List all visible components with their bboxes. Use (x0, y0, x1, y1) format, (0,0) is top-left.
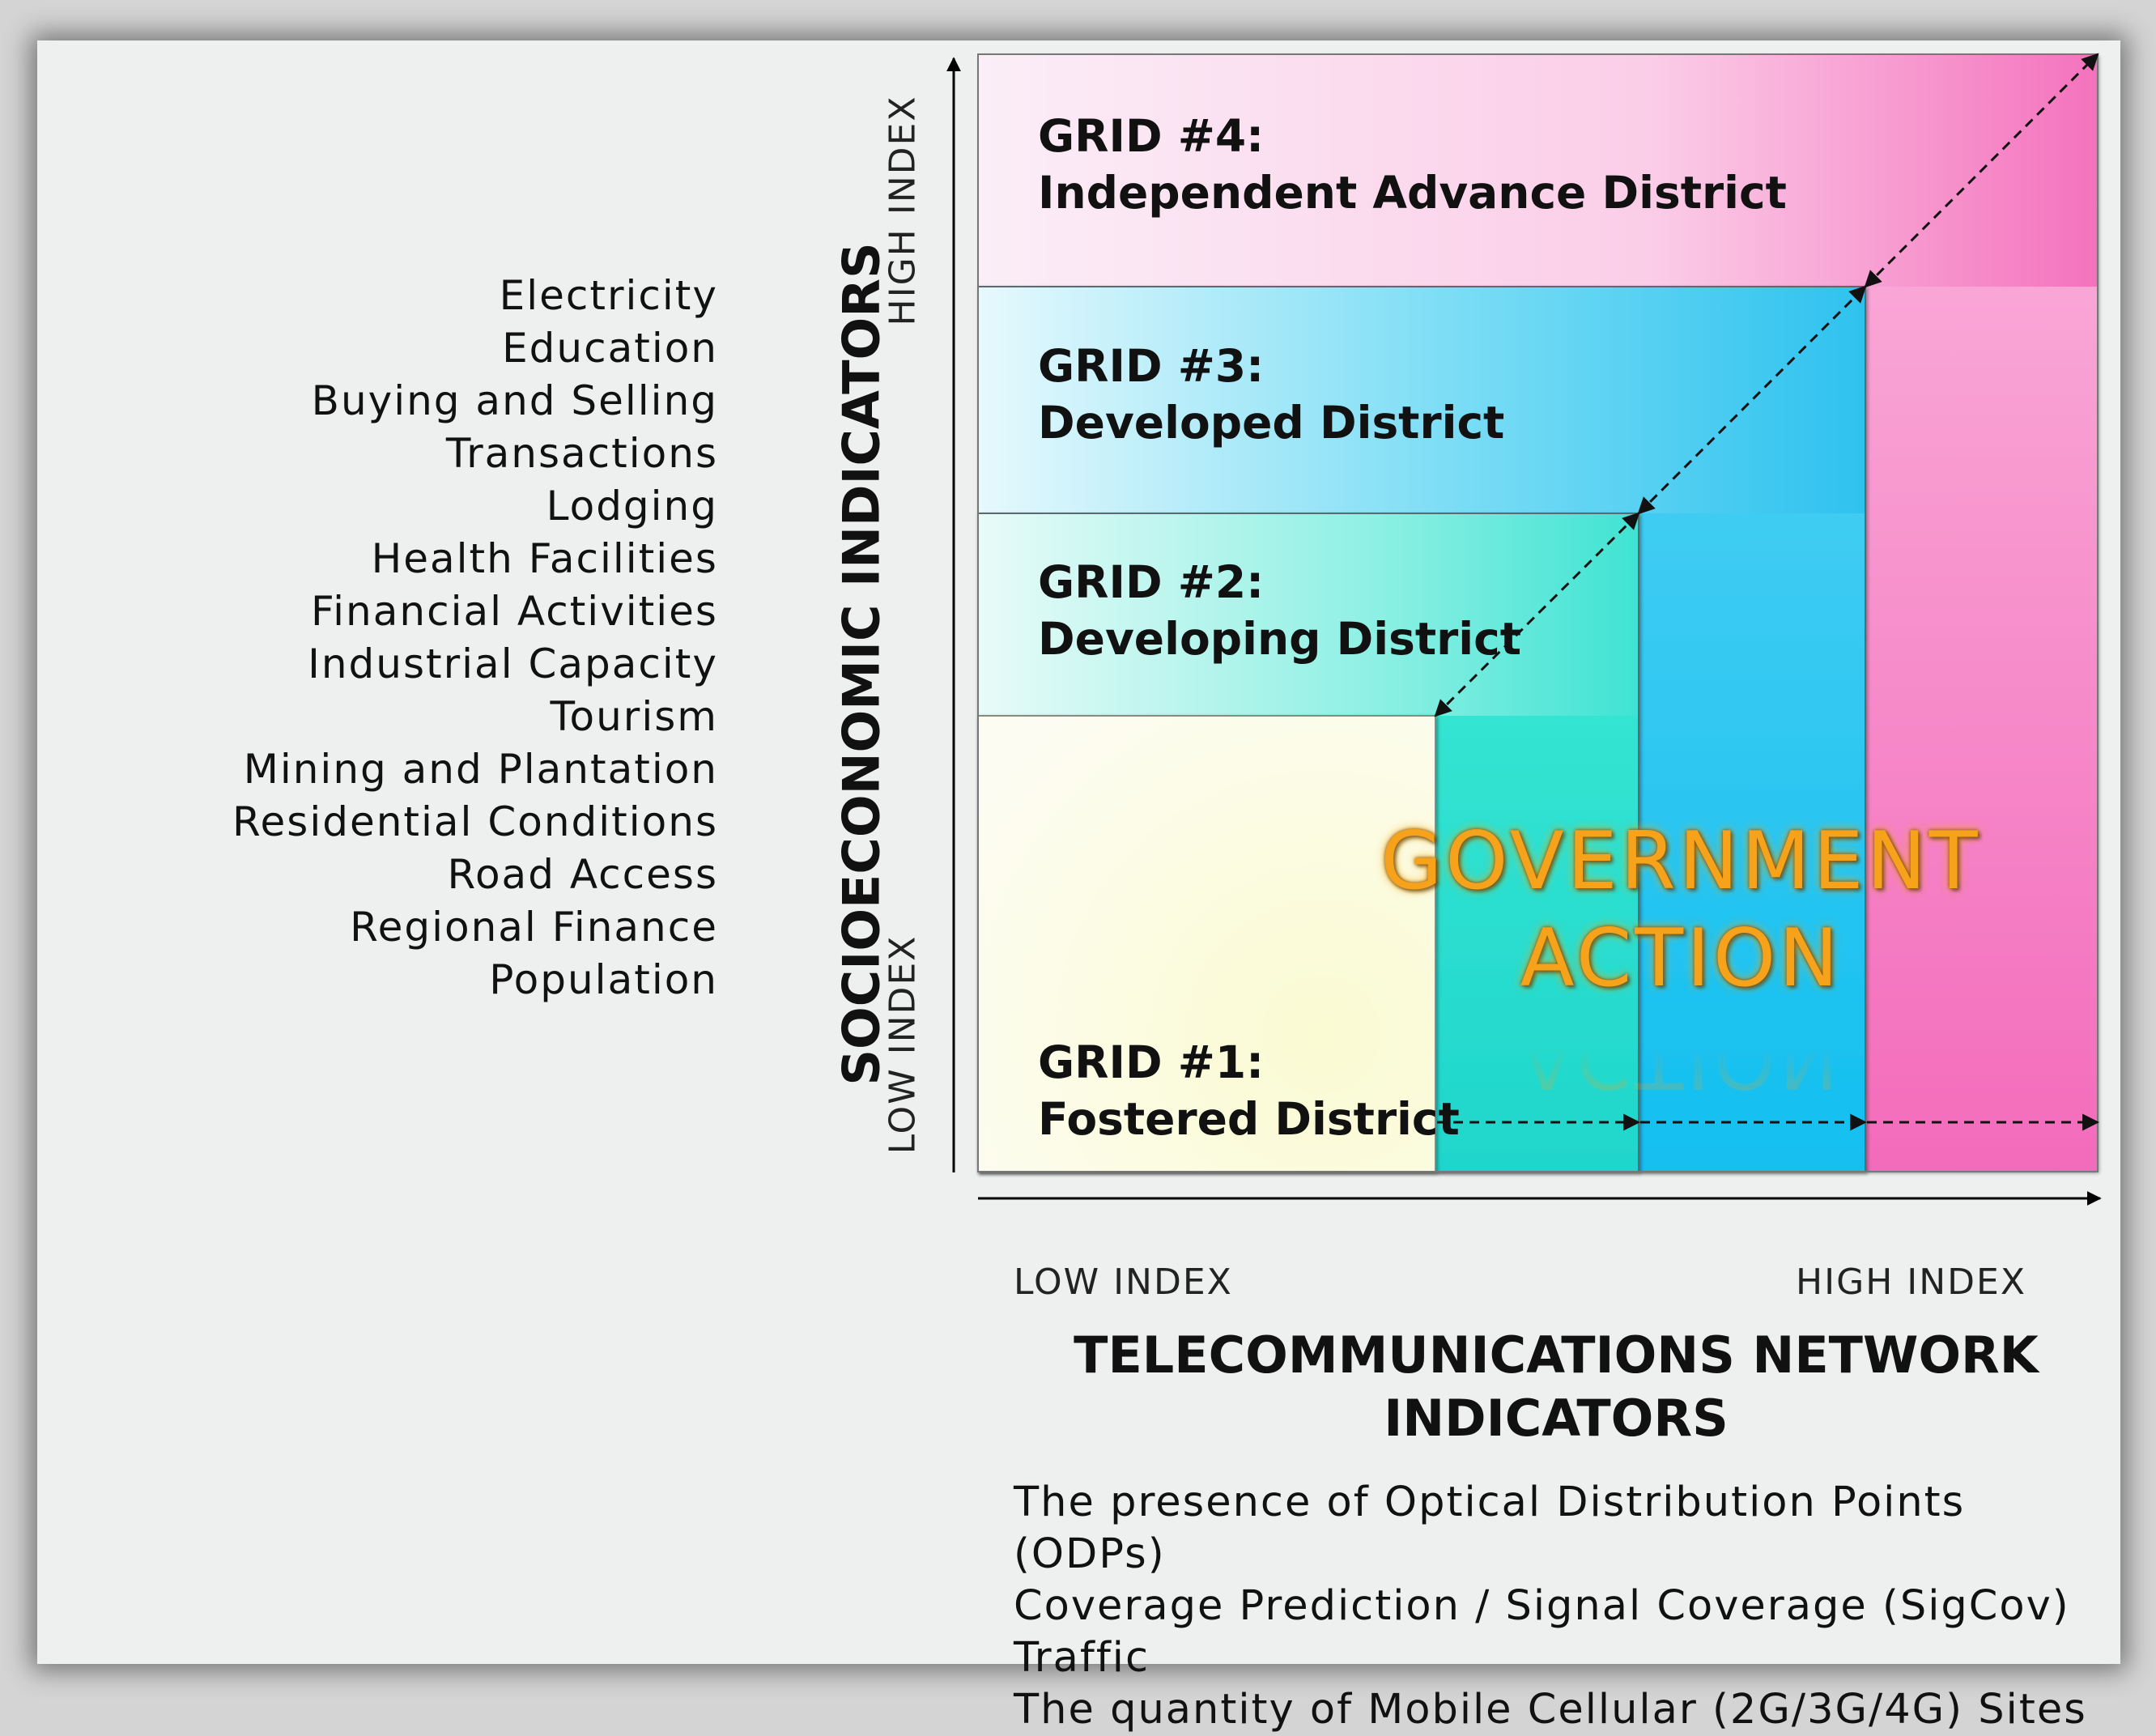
socio-indicator: Education (502, 325, 718, 372)
grid-2-label: GRID #2: Developing District (1038, 556, 1522, 665)
socio-indicator: Road Access (447, 851, 718, 898)
x-axis-title: TELECOMMUNICATIONS NETWORK INDICATORS (1074, 1325, 2039, 1448)
socio-indicator: Lodging (546, 483, 718, 530)
socio-indicator: Health Facilities (371, 535, 718, 582)
telecom-indicator: Traffic (1014, 1634, 1150, 1682)
socio-indicator: Buying and Selling Transactions (311, 377, 718, 477)
socio-indicator: Tourism (550, 693, 718, 740)
telecom-indicator: The quantity of Mobile Cellular (2G/3G/4… (1014, 1686, 2087, 1734)
grid-3-label: GRID #3: Developed District (1038, 340, 1505, 449)
government-action-reflection: ACTION (1520, 1012, 1842, 1104)
socio-indicator: Financial Activities (311, 588, 718, 635)
socio-indicator: Population (489, 956, 718, 1003)
grid-1-label: GRID #1: Fostered District (1038, 1036, 1460, 1145)
telecom-indicator-list: The presence of Optical Distribution Poi… (1014, 1477, 2120, 1736)
grid-diagram (946, 53, 2102, 1206)
grid-outline (977, 53, 2099, 1172)
socio-indicator: Industrial Capacity (308, 640, 718, 687)
x-axis-low-label: LOW INDEX (1014, 1262, 1233, 1303)
x-axis-high-label: HIGH INDEX (1796, 1262, 2026, 1303)
telecom-indicator: The presence of Optical Distribution Poi… (1014, 1479, 1966, 1578)
socio-indicator: Electricity (499, 272, 718, 319)
diagonal-progression-arrows (1434, 53, 2099, 717)
telecom-indicator: Coverage Prediction / Signal Coverage (S… (1014, 1582, 2070, 1630)
socioeconomic-indicator-list: Electricity Education Buying and Selling… (37, 270, 718, 1006)
arrow-grid2-grid3 (1637, 285, 1867, 515)
grid-4-label: GRID #4: Independent Advance District (1038, 110, 1787, 219)
government-action-text: GOVERNMENT ACTION (1380, 815, 1981, 1005)
arrow-grid3-grid4 (1864, 53, 2099, 288)
diagram-frame: Electricity Education Buying and Selling… (37, 40, 2120, 1734)
socio-indicator: Residential Conditions (232, 798, 718, 845)
socio-indicator: Regional Finance (350, 904, 718, 951)
grid-1-region (977, 715, 1436, 1172)
socio-indicator: Mining and Plantation (243, 746, 718, 793)
